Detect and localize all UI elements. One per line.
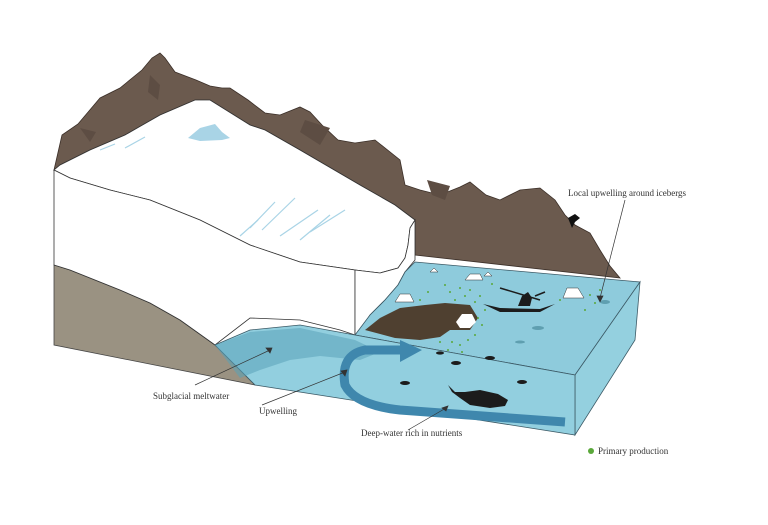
- primary-production-legend-dot: [588, 448, 594, 454]
- bird-silhouette: [568, 214, 580, 228]
- fish-silhouettes: [400, 351, 527, 385]
- mountain-shade: [427, 180, 450, 200]
- whale-silhouette: [448, 385, 508, 408]
- circulation-arrow-head: [400, 340, 422, 362]
- mountain-shade: [148, 75, 160, 100]
- iceberg: [429, 267, 439, 273]
- iceberg: [464, 273, 484, 281]
- label-upwelling: Upwelling: [259, 406, 297, 416]
- mountain-shade: [300, 120, 330, 145]
- ice-cracks: [99, 136, 346, 241]
- iceberg: [456, 314, 476, 328]
- legend-primary-production: Primary production: [598, 446, 669, 456]
- iceberg: [483, 271, 493, 277]
- iceberg: [394, 293, 415, 303]
- circulation-arrow: [339, 345, 566, 427]
- legend: Primary production: [588, 446, 668, 456]
- label-local-upwelling: Local upwelling around icebergs: [568, 188, 687, 198]
- mountain-shade: [80, 128, 96, 142]
- label-subglacial-meltwater: Subglacial meltwater: [153, 391, 230, 401]
- leader-lines: [194, 199, 626, 431]
- primary-production-dots: [419, 283, 601, 353]
- subglacial-plume: [215, 328, 380, 378]
- iceberg: [562, 287, 585, 299]
- fish-faded: [515, 300, 610, 344]
- label-deep-water: Deep-water rich in nutrients: [361, 428, 463, 438]
- sediment-plume: [365, 303, 478, 340]
- kayak-hunter-silhouette: [483, 287, 555, 312]
- glacier-front: [53, 169, 356, 346]
- meltwater-pond: [188, 124, 230, 141]
